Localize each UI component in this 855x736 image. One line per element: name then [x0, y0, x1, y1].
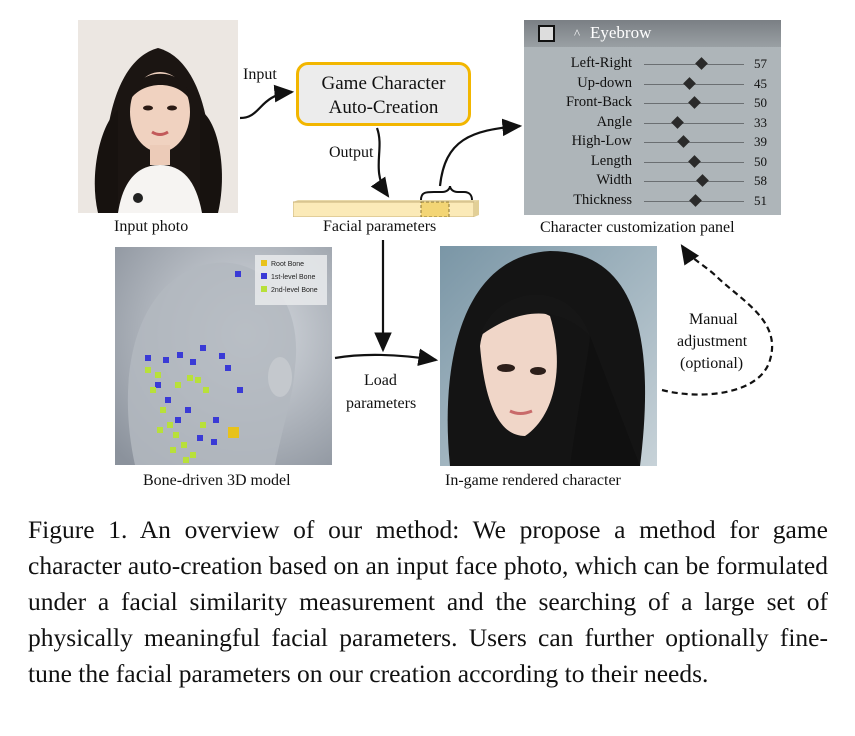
bone-marker-first: [145, 355, 151, 361]
facial-parameters-bar: [292, 200, 479, 218]
slider-name: Front-Back: [565, 94, 632, 110]
bone-marker-first: [219, 353, 225, 359]
bone-marker-second: [187, 375, 193, 381]
slider-row[interactable]: Angle 33: [524, 114, 781, 133]
input-label: Input: [243, 66, 277, 83]
panel-caption: Character customization panel: [540, 219, 735, 236]
panel-header: [524, 20, 781, 47]
bone-marker-second: [145, 367, 151, 373]
slider-row[interactable]: Front-Back 50: [524, 94, 781, 113]
slider-value: 57: [754, 56, 767, 71]
bone-marker-second: [157, 427, 163, 433]
load-label-1: Load: [364, 372, 397, 389]
slider-row[interactable]: Width 58: [524, 172, 781, 191]
load-label-2: parameters: [346, 395, 417, 412]
bone-marker-first: [235, 271, 241, 277]
auto-creation-line2: Auto-Creation: [328, 97, 439, 118]
slider-value: 51: [754, 192, 767, 208]
bone-marker-first: [200, 345, 206, 351]
bone-marker-second: [170, 447, 176, 453]
output-label: Output: [329, 144, 374, 161]
legend-second: 2nd-level Bone: [271, 287, 318, 294]
slider-track[interactable]: [644, 181, 744, 182]
manual-label-2: adjustment: [677, 333, 748, 350]
bone-marker-first: [197, 435, 203, 441]
bracket-selected: [420, 185, 473, 201]
slider-row[interactable]: Length 50: [524, 153, 781, 172]
figure-caption: Figure 1. An overview of our method: We …: [28, 515, 828, 688]
legend-first-swatch: [261, 273, 267, 279]
bone-marker-second: [150, 387, 156, 393]
arrow-load-parameters: [334, 348, 439, 367]
slider-name: High-Low: [571, 133, 632, 149]
legend-second-swatch: [261, 286, 267, 292]
slider-value: 50: [754, 153, 767, 169]
auto-creation-box: Game Character Auto-Creation: [296, 62, 471, 126]
arrows-layer: [239, 84, 774, 396]
bone-marker-second: [190, 452, 196, 458]
legend-root-swatch: [261, 260, 267, 266]
bone-model-image: Root Bone 1st-level Bone 2nd-level Bone: [115, 247, 332, 465]
panel-title: Eyebrow: [590, 23, 652, 42]
slider-name: Width: [596, 172, 632, 188]
bone-marker-second: [181, 442, 187, 448]
slider-name: Angle: [596, 113, 632, 130]
bone-marker-first: [175, 417, 181, 423]
slider-name: Left-Right: [570, 55, 632, 71]
chevron-up-icon: ^: [574, 26, 581, 41]
arrow-input-to-box: [239, 84, 295, 120]
edit-icon: [538, 25, 555, 42]
slider-name: Length: [590, 152, 632, 169]
slider-name: Thickness: [573, 191, 632, 208]
slider-value: 39: [754, 134, 767, 149]
bone-marker-first: [213, 417, 219, 423]
slider-row[interactable]: High-Low 39: [524, 133, 781, 152]
slider-name: Up-down: [577, 74, 632, 91]
bone-marker-first: [185, 407, 191, 413]
manual-label-1: Manual: [689, 311, 738, 328]
bone-marker-second: [195, 377, 201, 383]
bone-marker-first: [211, 439, 217, 445]
bone-marker-second: [183, 457, 189, 463]
slider-value: 50: [754, 95, 767, 110]
slider-row[interactable]: Left-Right 57: [524, 55, 781, 74]
slider-row[interactable]: Up-down 45: [524, 75, 781, 94]
bone-marker-second: [173, 432, 179, 438]
manual-label-3: (optional): [680, 355, 744, 372]
bone-marker-first: [165, 397, 171, 403]
bone-marker-first: [190, 359, 196, 365]
bone-marker-second: [155, 372, 161, 378]
slider-value: 33: [754, 114, 767, 130]
legend-root: Root Bone: [271, 261, 304, 268]
bone-marker-first: [155, 382, 161, 388]
rendered-character-image: [440, 246, 657, 466]
rendered-character-label: In-game rendered character: [445, 472, 621, 489]
slider-track[interactable]: [644, 122, 744, 124]
bone-marker-second: [200, 422, 206, 428]
bone-marker-second: [203, 387, 209, 393]
bone-marker-first: [163, 357, 169, 363]
slider-value: 58: [754, 173, 767, 188]
input-photo: [78, 20, 238, 213]
legend-first: 1st-level Bone: [271, 274, 315, 281]
bone-marker-root: [228, 427, 239, 438]
bone-model-label: Bone-driven 3D model: [143, 472, 291, 489]
bone-marker-second: [160, 407, 166, 413]
slider-value: 45: [754, 75, 767, 91]
bone-marker-second: [175, 382, 181, 388]
slider-track[interactable]: [644, 142, 744, 143]
facial-parameters-label: Facial parameters: [323, 218, 437, 235]
bone-marker-first: [225, 365, 231, 371]
bone-marker-first: [237, 387, 243, 393]
bone-marker-first: [177, 352, 183, 358]
bone-marker-second: [167, 422, 173, 428]
auto-creation-line1: Game Character: [321, 73, 446, 94]
arrow-manual-adjustment: [661, 244, 774, 396]
input-photo-label: Input photo: [114, 218, 189, 235]
slider-track[interactable]: [644, 64, 744, 65]
arrow-output: [370, 127, 390, 198]
arrow-to-panel: [438, 118, 523, 187]
slider-row[interactable]: Thickness 51: [524, 192, 781, 211]
